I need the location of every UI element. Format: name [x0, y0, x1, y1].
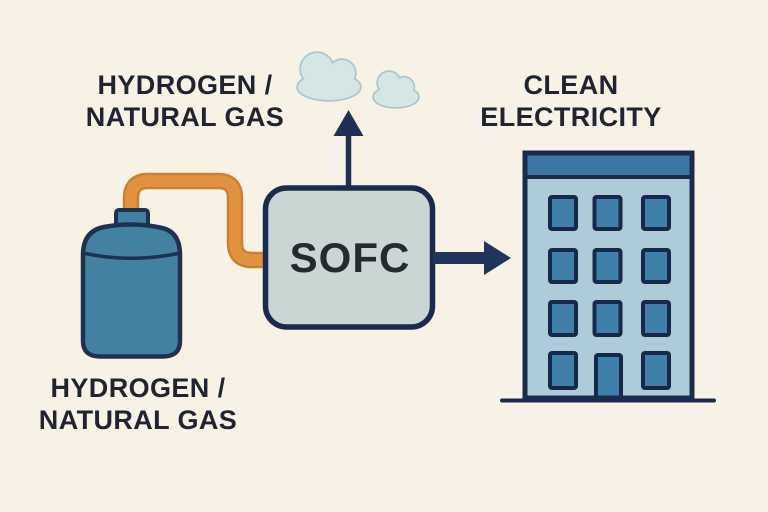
label-line-1: HYDROGEN /	[97, 70, 273, 100]
label-line-2: NATURAL GAS	[38, 405, 238, 435]
exhaust-arrow-icon	[333, 110, 364, 188]
label-clean-electricity: CLEAN ELECTRICITY	[480, 69, 661, 133]
label-fuel-source-top: HYDROGEN / NATURAL GAS	[86, 69, 284, 133]
building-icon	[522, 150, 695, 401]
sofc-box	[262, 185, 436, 330]
fuel-pipe-icon	[122, 172, 268, 269]
label-line-1: CLEAN	[523, 70, 619, 100]
label-line-2: ELECTRICITY	[480, 102, 662, 132]
door	[594, 353, 623, 400]
label-fuel-source-bottom: HYDROGEN / NATURAL GAS	[39, 372, 237, 436]
label-line-1: HYDROGEN /	[50, 373, 226, 403]
exhaust-clouds-icon	[296, 51, 420, 109]
label-line-2: NATURAL GAS	[85, 102, 285, 132]
electricity-arrow-icon	[433, 241, 511, 275]
fuel-tank-icon	[80, 208, 183, 359]
sofc-node-label: SOFC	[289, 234, 411, 281]
